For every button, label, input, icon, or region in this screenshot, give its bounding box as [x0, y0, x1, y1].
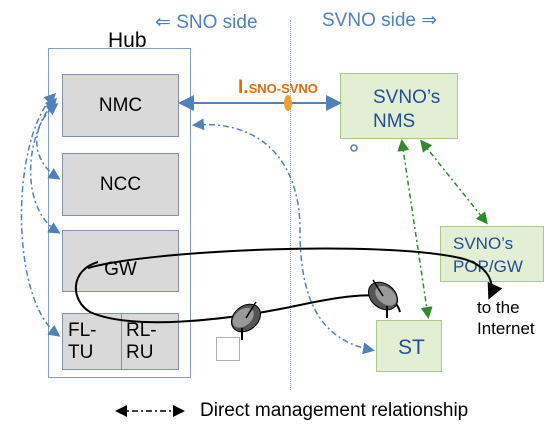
- mgmt-arrow-nmc-fltu: [20, 92, 61, 337]
- svno-nms-line1: SVNO’s: [373, 87, 441, 108]
- interface-label: I.SNO-SVNO: [238, 77, 318, 98]
- mgmt-arrow-nms-st: [397, 139, 433, 319]
- traffic-path: [75, 261, 401, 324]
- rl-ru-label: RL-RU: [126, 319, 157, 363]
- sno-side-label: ⇐ SNO side: [155, 12, 258, 33]
- satellite-dish-icon: [231, 301, 261, 340]
- fl-tu-label: FL-TU: [68, 319, 97, 363]
- hub-title: Hub: [108, 29, 147, 52]
- satellite-dish-icon: [368, 279, 398, 318]
- fl-tu-box: FL-TU: [62, 313, 122, 370]
- svno-pop-line1: SVNO’s: [453, 234, 514, 253]
- traffic-to-internet: [87, 247, 503, 300]
- st-box: ST: [376, 320, 442, 372]
- nms-small-circle: [350, 144, 358, 152]
- svno-nms-line2: NMS: [373, 111, 416, 132]
- gw-label: GW: [104, 259, 137, 280]
- ncc-label: NCC: [99, 173, 142, 195]
- legend-label: Direct management relationship: [200, 400, 469, 421]
- left-arrow-icon: ⇐: [155, 12, 171, 33]
- nmc-box: NMC: [62, 74, 179, 137]
- st-label: ST: [398, 336, 425, 359]
- svno-side-label: SVNO side ⇒: [322, 10, 438, 31]
- mgmt-arrow-nms-pop: [420, 139, 488, 225]
- internet-line1: to the: [477, 298, 520, 317]
- nmc-label: NMC: [98, 94, 143, 116]
- right-arrow-icon: ⇒: [421, 10, 438, 31]
- mgmt-arrow-nmc-gw: [29, 97, 61, 234]
- mgmt-arrow-nmc-ncc: [36, 103, 61, 180]
- ncc-box: NCC: [62, 153, 179, 216]
- interface-marker: [284, 95, 292, 111]
- internet-line2: Internet: [477, 319, 535, 338]
- mgmt-arrow-nmc-st: [192, 118, 375, 355]
